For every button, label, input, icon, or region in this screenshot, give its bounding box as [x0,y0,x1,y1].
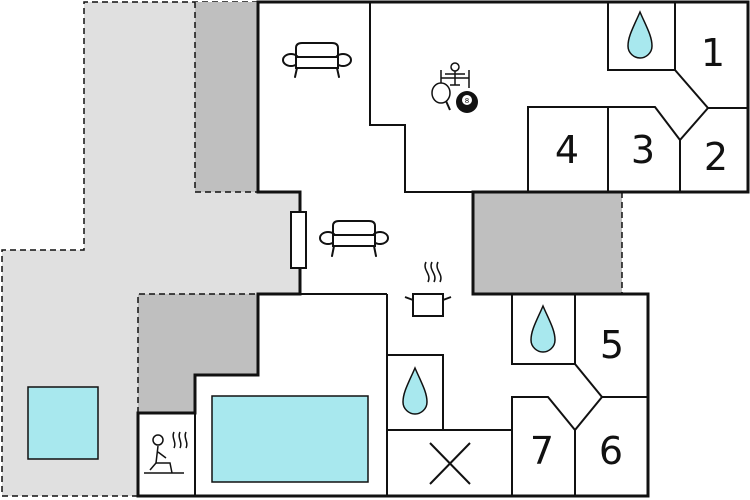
swimming-pool-icon [211,395,369,483]
water-drop-icon-lower [530,304,556,353]
covered-terrace-top-edge [194,2,258,193]
terrace-dashed-edge [1,1,258,497]
covered-area-right-shape [473,192,622,294]
shower-room-walls [387,354,444,430]
sauna-icon [144,431,188,474]
pool-hall [194,293,388,496]
covered-terrace-pool [138,294,258,413]
room-7-label: 7 [530,429,554,473]
terrace-area [1,1,300,497]
hot-tub [27,386,99,460]
center-rooms [387,354,512,485]
room-5-walls [574,363,648,398]
room-3-label: 3 [631,128,655,172]
door-icon [290,211,307,269]
cooking-pot-icon [404,261,452,317]
room-2-label: 2 [704,135,728,179]
bathroom-lower-walls [511,294,576,365]
billiard-ball-number: 8 [465,97,469,105]
lower-rooms: 5 6 7 [511,294,648,496]
covered-terrace-top [195,2,258,192]
table-football-pingpong-billiard-icon: 8 [431,62,478,113]
room-4-label: 4 [555,128,579,172]
upper-rooms: 1 2 3 4 [527,2,748,192]
storage-x-icon [429,442,471,485]
room-1-walls [674,69,748,109]
room-1-label: 1 [701,31,725,75]
room-5-label: 5 [600,323,624,367]
room-6-label: 6 [599,429,623,473]
room-7-walls [511,396,576,496]
water-drop-icon-center [402,366,428,415]
room-3-4-walls [527,106,681,192]
covered-area-right [473,192,623,294]
ping-pong-paddle [431,82,451,104]
sofa-icon [282,42,352,78]
lounge-interior-wall [369,2,473,193]
water-drop-icon [627,10,653,59]
bathroom-top-walls [607,2,676,71]
sofa-icon-middle [319,220,389,257]
